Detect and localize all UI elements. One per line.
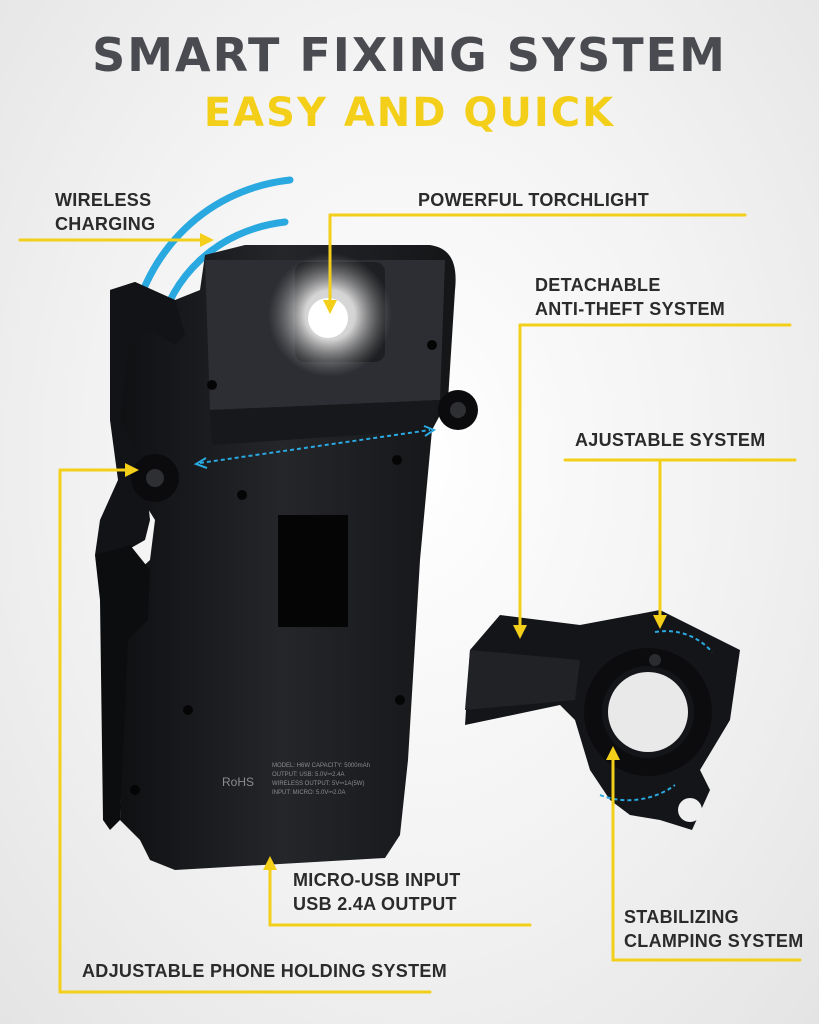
- callout-arrowheads: [125, 233, 667, 870]
- label-stabilizing: STABILIZING CLAMPING SYSTEM: [624, 905, 804, 953]
- label-usb-line1: MICRO-USB INPUT: [293, 870, 461, 890]
- label-wireless-line2: CHARGING: [55, 214, 156, 234]
- rohs-mark: RoHS: [222, 775, 254, 789]
- label-holding-system: ADJUSTABLE PHONE HOLDING SYSTEM: [82, 961, 447, 981]
- callout-lines: [18, 213, 802, 994]
- spec-line-2: OUTPUT: USB: 5.0V⎓2.4A: [272, 772, 344, 778]
- clamp-rotate-arrow-icon: [599, 630, 713, 802]
- page-title: SMART FIXING SYSTEM: [92, 28, 727, 82]
- phone-holder-device: RoHS MODEL: H6W CAPACITY: 5000mAh OUTPUT…: [95, 245, 478, 870]
- handlebar-clamp-device: [465, 610, 740, 830]
- label-usb: MICRO-USB INPUT USB 2.4A OUTPUT: [293, 868, 461, 916]
- spec-line-4: INPUT: MICRO: 5.0V⎓2.0A: [272, 790, 345, 796]
- spec-line-1: MODEL: H6W CAPACITY: 5000mAh: [272, 763, 370, 769]
- label-usb-line2: USB 2.4A OUTPUT: [293, 894, 457, 914]
- page-subtitle: EASY AND QUICK: [203, 90, 616, 136]
- label-adjustable-system: AJUSTABLE SYSTEM: [575, 430, 766, 450]
- label-antitheft-line1: DETACHABLE: [535, 275, 661, 295]
- label-antitheft-line2: ANTI-THEFT SYSTEM: [535, 299, 726, 319]
- adjust-width-arrow-icon: [193, 425, 437, 469]
- label-torchlight: POWERFUL TORCHLIGHT: [418, 190, 650, 210]
- label-stabilizing-line1: STABILIZING: [624, 907, 739, 927]
- label-wireless-charging: WIRELESS CHARGING: [55, 188, 155, 236]
- label-wireless-line1: WIRELESS: [55, 190, 152, 210]
- label-anti-theft: DETACHABLE ANTI-THEFT SYSTEM: [535, 273, 725, 321]
- spec-line-3: WIRELESS OUTPUT: 5V⎓1A(5W): [272, 781, 364, 787]
- label-stabilizing-line2: CLAMPING SYSTEM: [624, 931, 804, 951]
